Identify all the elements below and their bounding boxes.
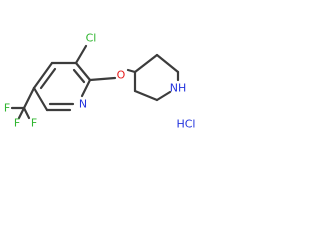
bond-o-c4p: [126, 68, 137, 74]
bond-p4-p3: [133, 53, 159, 74]
bond-c-f3: [22, 106, 31, 120]
atom-o-label: O: [117, 69, 126, 82]
bond-c2-o: [88, 76, 117, 82]
bond-n-p6: [155, 90, 172, 102]
bond-c6-c5: [32, 86, 49, 112]
bond-c-f2: [17, 106, 26, 120]
bond-p3-p2: [155, 53, 180, 74]
atom-f1-label: F: [4, 102, 10, 115]
piperidine-ring: [133, 53, 180, 102]
atom-f2-label: F: [14, 117, 20, 130]
molecule-drawing: Cl O N NH F F F HCl: [4, 32, 196, 131]
structure-diagram: Cl O N NH F F F HCl: [4, 32, 196, 131]
atom-n-pyridine-label: N: [79, 98, 87, 111]
bond-c3-c2-inner: [72, 68, 86, 84]
pyridine-ring: [32, 61, 92, 112]
bond-p6-p5: [133, 89, 159, 102]
bond-c5-c4: [32, 61, 54, 90]
atom-f3-label: F: [31, 117, 37, 130]
atom-nh-label: NH: [170, 82, 187, 95]
bond-c3-cl: [74, 44, 88, 65]
bond-c2-n1: [80, 78, 92, 98]
atom-cl-label: Cl: [86, 32, 97, 45]
bond-c5-c4-inner: [39, 67, 57, 90]
hcl-label: HCl: [176, 118, 195, 131]
bond-c3-c2: [74, 61, 92, 82]
bond-c5-cf3: [22, 86, 36, 110]
